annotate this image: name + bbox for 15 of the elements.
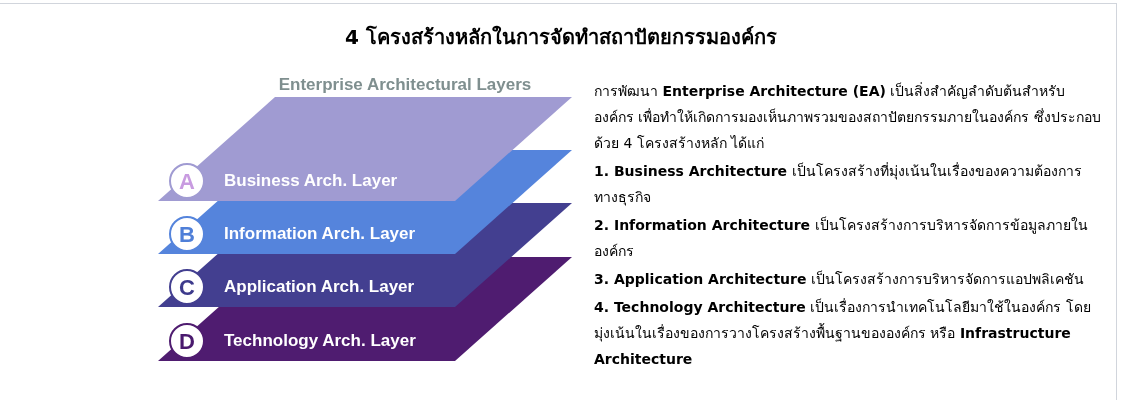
layer-label: Technology Arch. Layer xyxy=(224,329,416,352)
layer-plane xyxy=(158,257,572,361)
description-paragraph: 4. Technology Architecture เป็นเรื่องการนำเทคโนโลยีมาใช้ในองค์กร โดยมุ่งเน้นในเรื่องของการวางโครงสร้างพื้นฐานขององค์กร หรือ Infrastructure Architecture xyxy=(594,297,1092,369)
description-paragraph: 3. Application Architecture เป็นโครงสร้างการบริหารจัดการแอปพลิเคชัน xyxy=(594,269,1085,289)
description-paragraph: 1. Business Architecture เป็นโครงสร้างที่มุ่งเน้นในเรื่องของความต้องการทางธุรกิจ xyxy=(594,161,1083,208)
description-paragraph: 2. Information Architecture เป็นโครงสร้างการบริหารจัดการข้อมูลภายในองค์กร xyxy=(594,215,1089,261)
diagram-heading: Enterprise Architectural Layers xyxy=(277,74,533,96)
layer-label: Business Arch. Layer xyxy=(224,169,398,192)
letter-badge: A xyxy=(169,163,205,199)
description-paragraph: การพัฒนา Enterprise Architecture (EA) เป็นสิ่งสำคัญลำดับต้นสำหรับองค์กร เพื่อทำให้เกิดการมองเห็นภาพรวมของสถาปัตยกรรมภายในองค์กร ซึ่งประกอบด้วย 4 โครงสร้างหลัก ได้แก่ xyxy=(594,81,1102,153)
title: 4 โครงสร้างหลักในการจัดทำสถาปัตยกรรมองค์กร xyxy=(344,24,778,51)
layer-label: Application Arch. Layer xyxy=(224,275,415,298)
letter-badge: D xyxy=(169,323,205,359)
layer-plane xyxy=(158,97,572,201)
layer-label: Information Arch. Layer xyxy=(224,222,416,245)
